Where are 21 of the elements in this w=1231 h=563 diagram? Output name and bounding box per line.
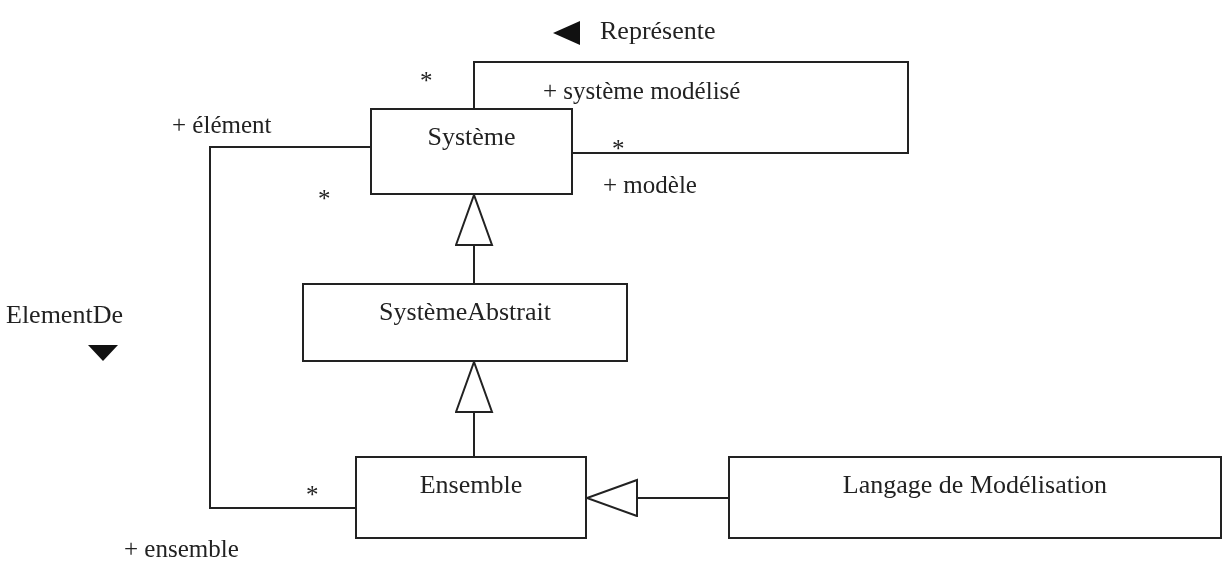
class-name: Langage de Modélisation (842, 470, 1108, 500)
multiplicity-label: * (306, 482, 319, 507)
generalization-arrow (455, 361, 493, 457)
class-box (370, 108, 573, 195)
class-name: Ensemble (419, 470, 523, 500)
generalization-arrow (455, 194, 493, 284)
multiplicity-label: * (318, 186, 331, 211)
class-name: SystèmeAbstrait (379, 297, 551, 327)
class-name: Système (427, 122, 516, 152)
multiplicity-label: * (420, 68, 433, 93)
class-box (302, 283, 628, 362)
generalization-arrow (586, 479, 729, 517)
association-line (209, 146, 371, 509)
role-label: + modèle (603, 172, 697, 197)
class-box (728, 456, 1222, 539)
class-box (355, 456, 587, 539)
role-label: + ensemble (124, 536, 239, 561)
association-line (473, 61, 909, 154)
multiplicity-label: * (612, 136, 625, 161)
role-label: + élément (172, 112, 272, 137)
role-label: + système modélisé (543, 78, 741, 103)
